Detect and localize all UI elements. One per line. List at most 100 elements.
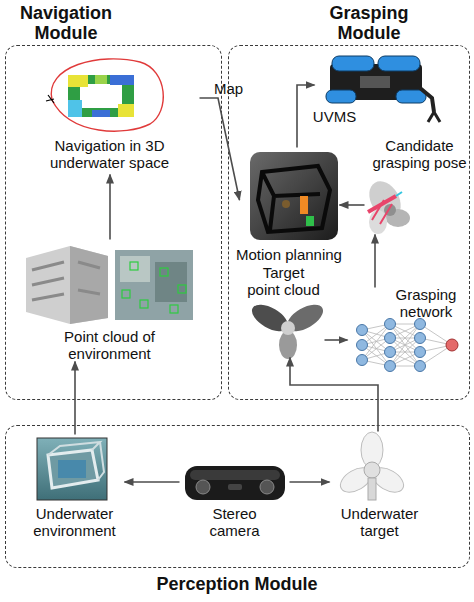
neural-network-icon-part xyxy=(385,347,396,358)
neural-network-icon-part xyxy=(415,319,426,330)
grasp-pose-render-part xyxy=(396,192,402,196)
navigation-map-part xyxy=(80,84,122,108)
neural-network-icon xyxy=(357,319,459,372)
component-box: Point cloud of environment xyxy=(20,240,200,362)
uvms-vehicle-part xyxy=(428,112,440,122)
environment-point-cloud-part xyxy=(130,262,138,270)
node-label: Candidate grasping pose xyxy=(370,137,470,171)
component-box: Grasping network xyxy=(348,288,468,376)
node-label: Navigation in 3D underwater space xyxy=(20,137,200,171)
neural-network-icon-part xyxy=(357,355,368,366)
component-box: Target point cloud xyxy=(240,262,325,358)
navigation-map-part xyxy=(68,75,134,117)
underwater-target-photo-part xyxy=(368,478,376,500)
neural-network-icon-part xyxy=(385,319,396,330)
environment-point-cloud-part xyxy=(170,305,178,313)
node-label: UVMS xyxy=(310,108,360,125)
underwater-environment-photo xyxy=(37,438,107,500)
neural-network-icon-part xyxy=(357,340,368,351)
environment-point-cloud-part xyxy=(70,246,108,324)
navigation-map-part xyxy=(68,100,82,117)
node-label: Motion planning xyxy=(232,246,347,263)
node-label: Target point cloud xyxy=(245,264,323,298)
stereo-camera-photo-part xyxy=(185,466,285,500)
flow-arrow xyxy=(290,481,330,483)
component-box: Candidate grasping pose xyxy=(365,135,468,235)
navigation-map-part xyxy=(110,75,134,85)
module-box: Perception ModuleUnderwater environmentS… xyxy=(5,425,470,568)
module-title: Grasping Module xyxy=(309,3,429,43)
flow-arrow xyxy=(109,175,111,240)
neural-network-icon-part xyxy=(415,347,426,358)
uvms-vehicle-part xyxy=(360,76,390,88)
stereo-camera-photo xyxy=(185,466,285,500)
stereo-camera-photo-part xyxy=(196,480,210,494)
environment-point-cloud-part xyxy=(115,250,193,320)
component-box: Navigation in 3D underwater space xyxy=(20,52,200,175)
motion-planning-render xyxy=(250,152,338,240)
module-box: Navigation ModuleNavigation in 3D underw… xyxy=(5,45,222,400)
target-point-cloud-render xyxy=(248,299,328,359)
flow-arrow xyxy=(325,339,348,341)
module-title: Navigation Module xyxy=(6,3,126,43)
underwater-target-photo-part xyxy=(364,462,380,478)
motion-planning-render-part xyxy=(258,166,330,232)
environment-point-cloud xyxy=(26,246,193,324)
flow-arrow xyxy=(74,362,76,435)
environment-point-cloud-part xyxy=(140,300,148,308)
target-point-cloud-render-part xyxy=(279,331,297,359)
neural-network-icon-part xyxy=(362,324,452,366)
uvms-vehicle-part xyxy=(396,90,426,103)
motion-planning-render-part xyxy=(282,200,290,208)
navigation-map-part xyxy=(46,95,54,103)
node-label: Stereo camera xyxy=(200,505,270,539)
component-box: Underwater target xyxy=(330,432,430,550)
environment-point-cloud-part xyxy=(155,262,187,302)
node-label: Grasping network xyxy=(385,286,468,320)
flow-arrow xyxy=(290,358,378,432)
stereo-camera-photo-part xyxy=(190,470,280,480)
node-label: Underwater target xyxy=(330,505,430,539)
stereo-camera-photo-part xyxy=(260,480,274,494)
environment-point-cloud-part xyxy=(178,285,186,293)
flow-arrow xyxy=(125,481,180,483)
uvms-vehicle-part xyxy=(420,88,434,112)
component-box: Underwater environment xyxy=(25,435,125,550)
underwater-environment-photo-part xyxy=(58,460,86,478)
navigation-map xyxy=(46,59,163,131)
grasp-pose-render-part xyxy=(372,200,392,224)
environment-point-cloud-part xyxy=(122,290,130,298)
neural-network-icon-part xyxy=(357,325,368,336)
flow-arrow xyxy=(340,204,365,206)
target-point-cloud-render-part xyxy=(281,321,295,335)
underwater-target-photo xyxy=(336,432,407,500)
neural-network-icon-part xyxy=(446,339,458,351)
flow-arrow xyxy=(374,235,376,288)
component-box: UVMS xyxy=(315,52,455,128)
uvms-vehicle-part xyxy=(332,56,374,71)
neural-network-icon-part xyxy=(385,361,396,372)
neural-network-icon-part xyxy=(415,361,426,372)
neural-network-icon-part xyxy=(385,333,396,344)
environment-point-cloud-part xyxy=(120,256,150,282)
module-box: Grasping ModuleUVMSCandidate grasping po… xyxy=(228,45,470,400)
edge-label: Map xyxy=(214,80,243,97)
flow-arrow xyxy=(297,85,315,148)
environment-point-cloud-part xyxy=(160,268,168,276)
environment-point-cloud-part xyxy=(26,246,108,324)
motion-planning-render-part xyxy=(250,152,338,240)
underwater-environment-photo-part xyxy=(48,442,104,480)
neural-network-icon-part xyxy=(415,333,426,344)
underwater-environment-photo-part xyxy=(48,450,98,488)
motion-planning-render-part xyxy=(306,216,314,226)
flow-arrow xyxy=(200,98,240,200)
motion-planning-render-part xyxy=(300,196,308,214)
grasp-pose-render-part xyxy=(369,210,387,234)
navigation-map-part xyxy=(68,75,88,87)
stereo-camera-photo-part xyxy=(228,484,242,490)
uvms-vehicle-part xyxy=(378,56,420,71)
node-label: Underwater environment xyxy=(25,505,125,539)
component-box: Motion planning xyxy=(240,148,340,265)
navigation-map-part xyxy=(118,104,134,117)
